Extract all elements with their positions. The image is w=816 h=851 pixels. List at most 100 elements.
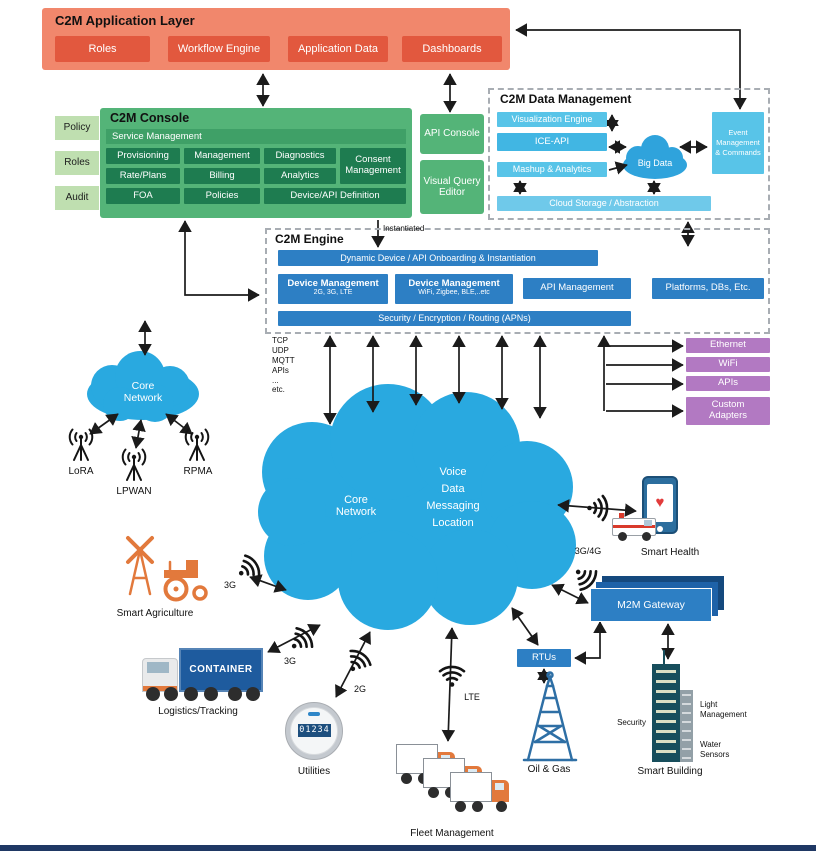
truck-wheel [204,687,218,701]
rpma-label: RPMA [183,466,213,477]
console-button-billing: Billing [184,168,260,184]
fleet-wheel [455,801,466,812]
access-cloud-shape [87,351,199,422]
adapter-ethernet: Ethernet [686,338,770,353]
fleet-label: Fleet Management [410,828,494,839]
onboarding-bar: Dynamic Device / API Onboarding & Instan… [278,250,598,266]
fleet-signal-label: LTE [464,692,480,702]
engine-title: C2M Engine [275,232,344,246]
building-mast [663,650,665,666]
protocol-tcp: TCP [272,336,288,345]
api-management-box: API Management [523,278,631,299]
access-cloud-label: Core Network [123,380,163,404]
protocol-mqtt: MQTT [272,356,295,365]
adapter-apis: APIs [686,376,770,391]
app-layer-panel: C2M Application Layer Roles Workflow Eng… [42,8,510,70]
core-network-cloud-shape [258,384,576,630]
fleet-cab-window [495,783,504,790]
device-management-1-box: Device Management 2G, 3G, LTE [278,274,388,304]
console-button-diagnostics: Diagnostics [264,148,336,164]
smart-health-phone-icon: ♥ [642,476,678,534]
fleet-cargo [450,772,492,802]
mashup-analytics-box: Mashup & Analytics [497,162,607,177]
instantiated-label: Instantiated [383,224,425,233]
console-panel: C2M Console Service Management Provision… [100,108,412,218]
console-button-device-api-definition: Device/API Definition [264,188,406,204]
smart-building-icon [652,664,680,762]
utilities-signal-icon [340,646,375,679]
visual-query-editor-box: Visual Query Editor [420,160,484,214]
app-layer-title: C2M Application Layer [55,13,195,28]
console-button-foa: FOA [106,188,180,204]
building-windows [656,670,676,756]
core-cloud-left-label: Core Network [335,494,377,518]
ambulance-stripe [613,525,655,528]
side-tower-windows [682,694,691,760]
truck-bumper [143,686,177,691]
windmill-icon [126,536,154,596]
building-water-label: Water Sensors [700,740,730,759]
agriculture-signal-label: 3G [223,580,236,590]
fleet-signal-icon [438,665,466,689]
data-management-title: C2M Data Management [500,92,632,106]
fleet-wheel [401,773,412,784]
utilities-label: Utilities [297,766,331,777]
device-management-2-box: Device Management WiFi, Zigbee, BLE,..et… [395,274,513,304]
tab-policy: Policy [55,116,99,140]
tab-audit: Audit [55,186,99,210]
lpwan-label: LPWAN [116,486,152,497]
event-management-box: Event Management & Commands [712,112,764,174]
protocol-apis: APIs [272,366,289,375]
device-management-2-title: Device Management [408,278,500,289]
smart-health-label: Smart Health [640,547,700,558]
protocol-etc: etc. [272,385,285,394]
utilities-signal-label: 2G [353,684,366,694]
ambulance-wheel [642,532,651,541]
phone-home-button [657,526,663,532]
fleet-wheel [428,787,439,798]
service-management-bar: Service Management [106,129,406,144]
engine-panel: C2M Engine [265,228,770,334]
smart-building-label: Smart Building [637,766,703,777]
truck-cab-icon [142,658,178,692]
logistics-label: Logistics/Tracking [158,706,238,717]
ambulance-icon [612,513,656,536]
console-button-policies: Policies [184,188,260,204]
rpma-antenna-icon [184,428,210,461]
fleet-wheel [472,801,483,812]
device-management-1-title: Device Management [287,278,379,289]
lora-label: LoRA [68,466,94,477]
console-button-provisioning: Provisioning [106,148,180,164]
meter-brand-mark [308,712,320,716]
api-console-box: API Console [420,114,484,154]
fleet-wheel [496,801,507,812]
security-bar: Security / Encryption / Routing (APNs) [278,311,631,326]
protocol-ellipsis: ... [272,376,279,385]
console-button-consent-management: Consent Management [340,148,406,184]
protocol-udp: UDP [272,346,289,355]
gateway-signal-label: 3G/4G [574,546,602,556]
oil-derrick-icon [522,671,578,762]
core-cloud-right-label: Voice Data Messaging Location [426,466,480,530]
ambulance-wheel [618,532,627,541]
console-button-rate-plans: Rate/Plans [106,168,180,184]
truck-wheel [146,687,160,701]
ambulance-light [619,513,624,518]
big-data-label: Big Data [637,158,673,168]
cloud-storage-box: Cloud Storage / Abstraction [497,196,711,211]
app-button-dashboards: Dashboards [402,36,502,62]
lora-antenna-icon [68,428,94,461]
smart-agriculture-label: Smart Agriculture [116,608,194,619]
truck-windshield [147,662,169,673]
visualization-engine-box: Visualization Engine [497,112,607,127]
big-data-cloud-shape [623,135,687,179]
adapter-custom: Custom Adapters [686,397,770,425]
container-box: CONTAINER [179,648,263,692]
building-side-tower [680,690,693,762]
tractor-icon [163,560,208,602]
oil-gas-label: Oil & Gas [527,764,571,775]
console-title: C2M Console [110,111,190,125]
bottom-edge-bar [0,845,816,851]
console-button-management: Management [184,148,260,164]
